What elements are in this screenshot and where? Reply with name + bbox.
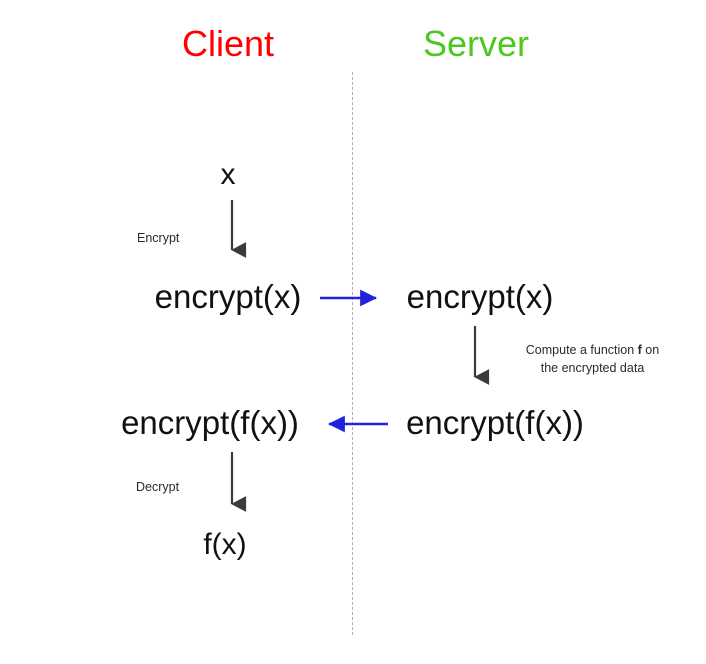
column-header-server: Server — [422, 23, 530, 64]
node-server-result: encrypt(f(x)) — [406, 404, 584, 441]
node-client-encrypted: encrypt(x) — [154, 278, 302, 315]
label-encrypt: Encrypt — [137, 231, 180, 245]
node-server-encrypted: encrypt(x) — [406, 278, 554, 315]
column-header-client: Client — [181, 23, 275, 64]
compute-text-post: on — [641, 343, 660, 357]
client-server-divider — [352, 72, 353, 635]
compute-text-emphasis: f — [637, 343, 642, 357]
label-decrypt: Decrypt — [136, 480, 180, 494]
node-client-result: encrypt(f(x)) — [121, 404, 299, 441]
node-client-input: x — [220, 158, 236, 191]
compute-text-line2: the encrypted data — [540, 361, 645, 376]
label-compute-function: Compute a function f on the encrypted dat… — [505, 341, 680, 377]
node-client-output: f(x) — [203, 528, 247, 561]
compute-text-pre: Compute a function — [525, 343, 638, 357]
